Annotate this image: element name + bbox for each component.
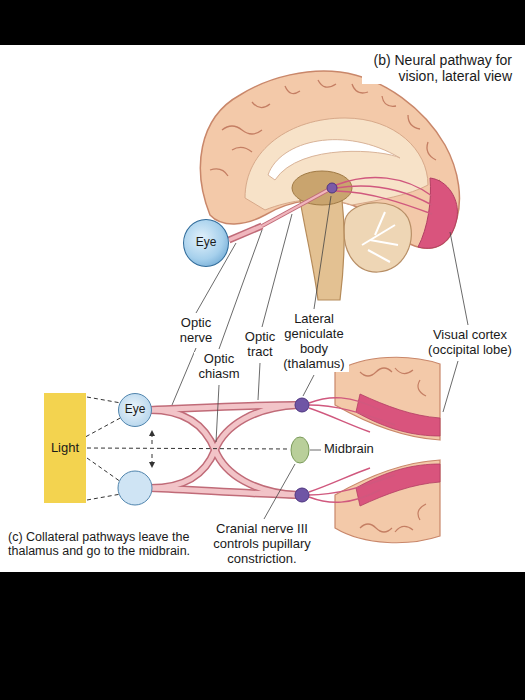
- gyrus: [418, 504, 426, 520]
- optic-pathway-bands: [150, 405, 298, 495]
- radiation: [309, 475, 395, 495]
- gyrus: [318, 80, 336, 87]
- leader-line: [216, 385, 219, 442]
- leader-line: [172, 348, 196, 405]
- gyrus: [418, 380, 426, 396]
- leader-line: [450, 232, 468, 325]
- leader-line: [314, 196, 331, 309]
- cerebellum: [344, 203, 411, 272]
- page-panel: [0, 45, 525, 572]
- optic-tract: [262, 190, 328, 226]
- radiation: [309, 398, 380, 410]
- structure-label: Optic tract: [241, 330, 279, 360]
- gyrus: [395, 526, 413, 532]
- uncrossed-fibres: [150, 488, 298, 495]
- radiation: [309, 490, 380, 502]
- gyrus: [222, 126, 262, 134]
- leader-line: [443, 361, 458, 412]
- collateral-line: [87, 448, 290, 449]
- branch: [368, 250, 390, 262]
- structure-label: Lateral geniculate body (thalamus): [279, 312, 349, 372]
- gyrus: [252, 102, 270, 108]
- leader-line: [310, 450, 321, 451]
- lateral-geniculate-dot: [295, 398, 309, 412]
- gyrus: [408, 115, 420, 129]
- crossed-fibres: [150, 410, 298, 495]
- structure-label: Visual cortex (occipital lobe): [422, 328, 518, 358]
- structure-label: Midbrain: [324, 442, 386, 457]
- leader-line: [303, 375, 314, 396]
- radiation: [309, 408, 370, 432]
- node-text: Light: [51, 441, 79, 456]
- light-box: Light: [44, 393, 86, 503]
- eye-circle: [118, 471, 152, 505]
- visual-cortex-area: [356, 464, 440, 506]
- leader-line: [258, 363, 260, 400]
- gyrus: [395, 368, 413, 374]
- crossed-fibres: [150, 405, 298, 488]
- lateral-geniculate-dot: [295, 488, 309, 502]
- node-text: Eye: [196, 236, 217, 250]
- light-ray: [87, 397, 121, 403]
- radiation: [336, 186, 432, 205]
- leader-line: [262, 214, 292, 327]
- reflex-arrow: [152, 454, 153, 467]
- radiation: [309, 468, 370, 492]
- visual-cortex-area: [418, 178, 457, 248]
- light-ray: [87, 494, 121, 500]
- radiation: [336, 191, 432, 214]
- structure-label: Optic chiasm: [194, 352, 244, 382]
- node-text: Eye: [125, 403, 146, 417]
- lateral-geniculate-dot: [327, 183, 337, 193]
- gyrus: [210, 169, 228, 176]
- gyrus: [427, 142, 436, 160]
- optic-tract: [262, 190, 328, 226]
- brainstem: [300, 200, 344, 300]
- midbrain-oval: [291, 437, 309, 463]
- light-ray: [87, 458, 121, 482]
- gyrus: [232, 147, 252, 152]
- note-label: Cranial nerve III controls pupillary con…: [210, 522, 314, 567]
- eye-circle: Eye: [118, 393, 152, 427]
- optic-radiation: [336, 177, 432, 214]
- optic-radiation: [309, 398, 395, 503]
- crossed-fibres: [150, 405, 298, 488]
- panel-caption: (c) Collateral pathways leave the thalam…: [8, 530, 208, 559]
- gyrus: [360, 368, 392, 376]
- gyrus: [382, 96, 396, 106]
- reflex-arrow: [152, 431, 153, 444]
- leader-line: [264, 464, 295, 519]
- uncrossed-fibres: [150, 405, 298, 410]
- radiation: [309, 405, 395, 425]
- gyrus: [360, 524, 392, 532]
- visual-cortex-area: [356, 394, 440, 436]
- light-ray: [86, 418, 120, 436]
- branch: [375, 212, 385, 235]
- branch: [370, 240, 398, 245]
- arbor-vitae: [362, 212, 398, 262]
- medial-surface: [245, 118, 428, 210]
- panel-title: (b) Neural pathway for vision, lateral v…: [362, 52, 512, 84]
- gyrus: [285, 86, 300, 94]
- optic-nerve: [229, 226, 262, 240]
- eye-circle: Eye: [183, 219, 229, 267]
- optic-nerve: [229, 226, 262, 240]
- thalamus: [292, 171, 352, 205]
- gyrus: [352, 84, 368, 93]
- structure-label: Optic nerve: [176, 316, 216, 346]
